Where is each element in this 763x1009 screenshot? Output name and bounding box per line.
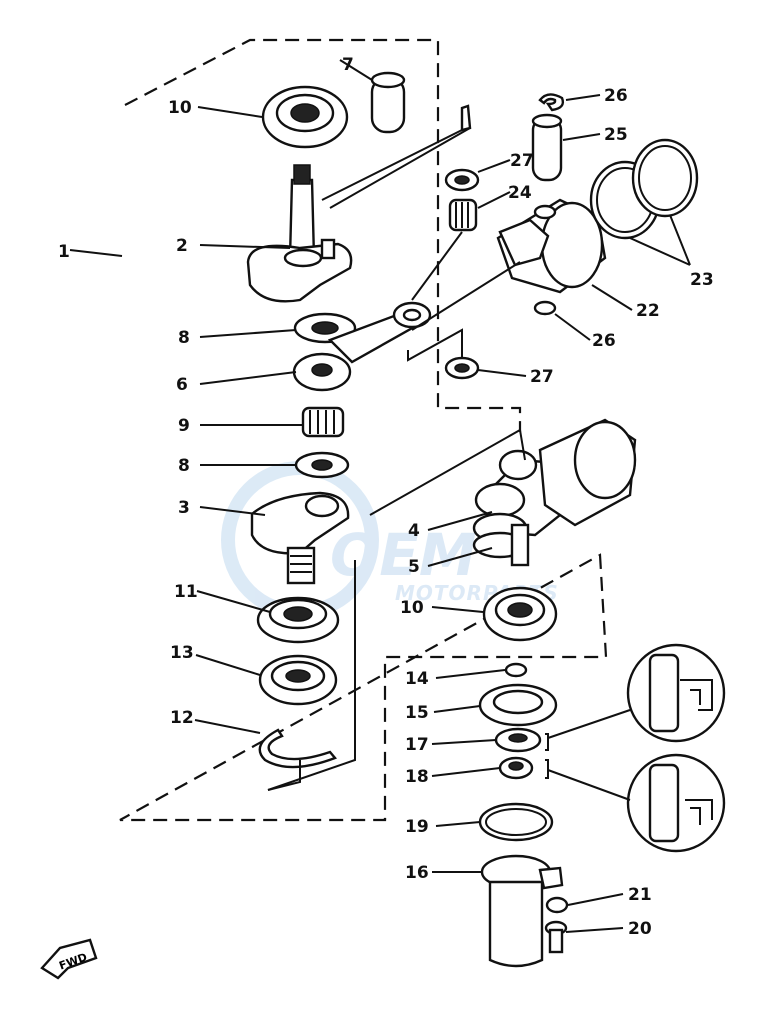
bearing-bracket-lines: [545, 733, 549, 779]
upper-piston: [496, 198, 607, 294]
callout-13: 13: [170, 643, 194, 663]
callout-8b: 8: [178, 456, 190, 476]
lower-piston: [538, 418, 637, 527]
oil-seal-upper: [256, 596, 340, 644]
circlip-top: [538, 93, 565, 112]
woodruff-key: [460, 104, 472, 132]
circlip-middle: [533, 204, 557, 220]
o-ring-large: [478, 802, 554, 842]
callout-12: 12: [170, 708, 194, 728]
circlip: [258, 728, 338, 769]
callout-10a: 10: [168, 98, 192, 118]
lower-connecting-rod: [472, 449, 562, 567]
callout-16: 16: [405, 863, 429, 883]
callout-26a: 26: [604, 86, 628, 106]
thrust-washer-lower-27: [444, 356, 480, 380]
callout-9: 9: [178, 416, 190, 436]
callout-7: 7: [342, 55, 354, 75]
callout-3: 3: [178, 498, 190, 518]
detail-view-lower: [547, 753, 726, 853]
detail-leader-upper: [547, 709, 631, 739]
callout-23: 23: [690, 270, 714, 290]
crank-connector-lines: [267, 429, 526, 791]
callout-18: 18: [405, 767, 429, 787]
ball-bearing-lower: [482, 586, 558, 642]
callout-10b: 10: [400, 598, 424, 618]
callout-20: 20: [628, 919, 652, 939]
pin-sleeve: [370, 71, 406, 134]
circlip-bottom: [533, 300, 557, 316]
ball-bearing-top: [261, 85, 349, 149]
connecting-rod: [292, 301, 433, 392]
pump-plate: [478, 683, 558, 727]
small-needle-bearing: [448, 198, 478, 232]
detail-view-upper: [547, 643, 726, 743]
callout-8a: 8: [178, 328, 190, 348]
o-ring-small: [504, 662, 528, 678]
thrust-washer-lower: [294, 451, 350, 479]
crankshaft-upper: [246, 164, 353, 303]
detail-leader-lower: [547, 769, 631, 801]
oil-seal-lower: [258, 654, 338, 706]
callout-14: 14: [405, 669, 429, 689]
callout-21: 21: [628, 885, 652, 905]
bearing-18: [498, 756, 534, 780]
ball-bearing-17: [494, 727, 542, 753]
crankshaft-lower: [250, 491, 350, 585]
callout-labels: 1 2 3 4 5 6 7 8 8 9 10 10 11 12 13 14 15…: [58, 55, 714, 939]
callout-17: 17: [405, 735, 429, 755]
callout-4: 4: [408, 521, 420, 541]
piston-assembly-lines: [407, 231, 521, 362]
callout-2: 2: [176, 236, 188, 256]
leader-lines: [69, 59, 691, 933]
thrust-washer-upper: [444, 168, 480, 192]
forward-arrow-icon: FWD: [40, 938, 98, 980]
callout-1: 1: [58, 242, 70, 262]
shaft-housing: [480, 854, 564, 968]
callout-24: 24: [508, 183, 532, 203]
callout-25: 25: [604, 125, 628, 145]
washer-21: [545, 896, 569, 914]
watermark-brand: OEM: [330, 521, 477, 589]
piston-ring-2: [631, 138, 699, 218]
callout-22: 22: [636, 301, 660, 321]
piston-pin: [531, 113, 563, 182]
key-leader: [321, 127, 471, 209]
callout-19: 19: [405, 817, 429, 837]
bolt-20: [544, 920, 568, 954]
needle-bearing: [301, 406, 345, 438]
assembly-boundary-outline: [119, 38, 608, 822]
callout-27b: 27: [530, 367, 554, 387]
callout-5: 5: [408, 557, 420, 577]
callout-15: 15: [405, 703, 429, 723]
callout-11: 11: [174, 582, 198, 602]
callout-6: 6: [176, 375, 188, 395]
callout-26b: 26: [592, 331, 616, 351]
callout-27a: 27: [510, 151, 534, 171]
